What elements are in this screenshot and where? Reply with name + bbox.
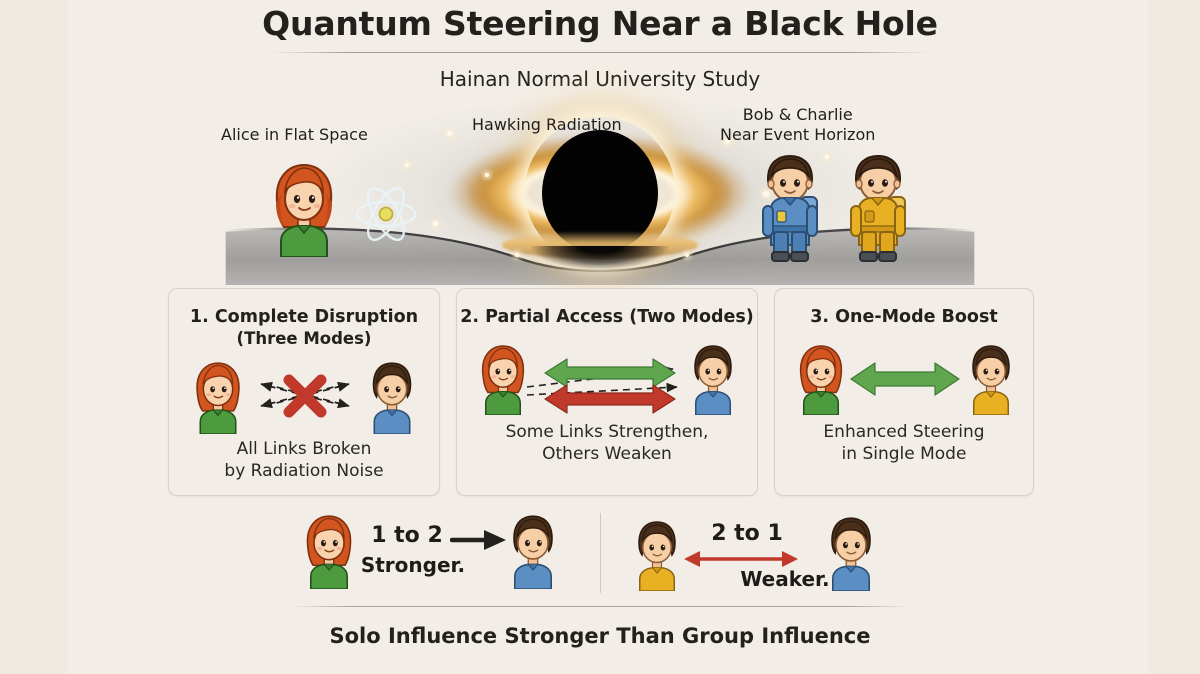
alice-label: Alice in Flat Space: [221, 125, 368, 144]
panel-2-title: 2. Partial Access (Two Modes): [460, 307, 754, 327]
panel-1-title: 1. Complete Disruption (Three Modes): [169, 307, 439, 350]
star-icon: [405, 163, 409, 167]
alice-figure: [196, 361, 240, 434]
star-icon: [825, 155, 829, 159]
panel-3-stage: [775, 343, 1033, 419]
double-arrow-icon: [684, 551, 798, 567]
bob-figure: [513, 515, 553, 589]
panel-3-title: 3. One-Mode Boost: [810, 307, 998, 327]
comparison-right: 2 to 1 Weaker.: [622, 505, 910, 600]
alice-figure: [267, 161, 341, 257]
comparison-right-word: Weaker.: [740, 567, 830, 591]
comparison-section: 1 to 2 Stronger.: [0, 505, 1200, 648]
star-icon: [685, 253, 689, 257]
star-icon: [725, 139, 730, 144]
panel-1-subtitle: (Three Modes): [236, 328, 372, 348]
right-arrow-icon: [450, 530, 506, 550]
bob-figure: [372, 361, 412, 434]
green-double-arrow-icon: [850, 362, 960, 396]
green-double-arrow-icon: [544, 358, 676, 388]
bob-figure: [831, 517, 871, 591]
panel-3-caption: Enhanced Steering in Single Mode: [823, 421, 985, 464]
broken-links-diagram: [260, 374, 350, 417]
panel-1-stage: [169, 354, 439, 438]
alice-figure: [481, 345, 525, 415]
star-icon: [515, 253, 519, 257]
panel-1-caption: All Links Broken by Radiation Noise: [224, 438, 384, 481]
alice-figure: [799, 345, 843, 415]
bob-charlie-label: Bob & Charlie Near Event Horizon: [720, 105, 876, 144]
accretion-disk-underside: [530, 246, 670, 282]
comparison-row: 1 to 2 Stronger.: [290, 505, 910, 600]
comparison-right-ratio: 2 to 1: [711, 521, 783, 546]
comparison-left-ratio: 1 to 2: [371, 523, 443, 548]
charlie-figure: [638, 521, 676, 591]
panel-2-stage: [457, 343, 757, 419]
star-icon: [485, 173, 489, 177]
comparison-divider: [600, 513, 601, 593]
charlie-figure: [845, 153, 911, 263]
mixed-links-diagram: [526, 358, 678, 414]
summary-caption: Solo Influence Stronger Than Group Influ…: [329, 624, 871, 648]
blackhole-scene: Alice in Flat Space Hawking Radiation Bo…: [185, 97, 1015, 285]
atom-icon: [355, 186, 417, 242]
charlie-figure: [972, 345, 1010, 415]
panel-one-mode-boost[interactable]: 3. One-Mode Boost: [774, 288, 1034, 496]
panel-2-caption: Some Links Strengthen, Others Weaken: [505, 421, 709, 464]
header: Quantum Steering Near a Black Hole Haina…: [0, 0, 1200, 91]
star-icon: [447, 131, 452, 136]
hawking-radiation-label: Hawking Radiation: [472, 115, 622, 134]
page-title: Quantum Steering Near a Black Hole: [262, 4, 938, 43]
scenario-panels: 1. Complete Disruption (Three Modes): [168, 288, 1034, 496]
alice-figure: [306, 515, 352, 589]
bob-figure: [694, 345, 732, 415]
title-divider: [270, 52, 930, 53]
red-double-arrow-icon: [544, 384, 676, 414]
panel-partial-access[interactable]: 2. Partial Access (Two Modes): [456, 288, 758, 496]
panel-complete-disruption[interactable]: 1. Complete Disruption (Three Modes): [168, 288, 440, 496]
comparison-left: 1 to 2 Stronger.: [290, 505, 590, 600]
bottom-divider: [290, 606, 910, 607]
star-icon: [763, 191, 769, 197]
page-subtitle: Hainan Normal University Study: [439, 67, 761, 91]
bob-figure: [757, 153, 823, 263]
comparison-left-word: Stronger.: [360, 553, 466, 577]
star-icon: [433, 221, 438, 226]
enhanced-link-diagram: [850, 362, 960, 396]
